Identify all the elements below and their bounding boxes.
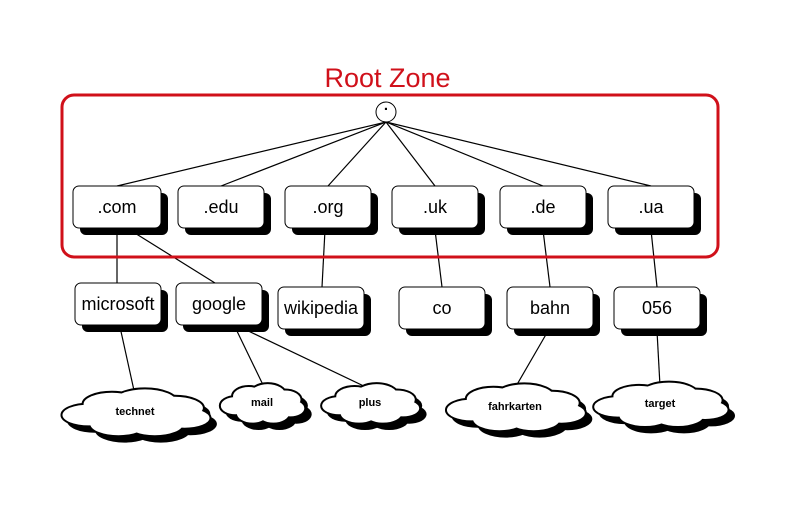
edge-google-plus bbox=[239, 326, 371, 390]
edge-root-1 bbox=[220, 121, 387, 187]
subdomain-node-2-fill-7 bbox=[340, 388, 400, 420]
domain-node-3-box bbox=[398, 286, 486, 330]
subdomain-node-4 bbox=[592, 380, 735, 434]
tld-node-2-label: .org bbox=[312, 197, 344, 217]
tld-node-5-label: .ua bbox=[638, 197, 664, 217]
domain-node-0-box bbox=[74, 282, 162, 326]
tld-node-0 bbox=[72, 185, 168, 235]
edge-microsoft-technet bbox=[119, 326, 136, 396]
domain-node-1-box bbox=[175, 282, 263, 326]
subdomain-node-4-label: target bbox=[644, 398, 676, 410]
root-zone-title: Root Zone bbox=[324, 63, 451, 93]
tld-node-2-box bbox=[284, 185, 372, 229]
edge-google-mail bbox=[234, 326, 266, 390]
tld-node-2 bbox=[284, 185, 378, 235]
tld-node-1-label: .edu bbox=[203, 197, 239, 217]
tld-node-4-label: .de bbox=[530, 197, 556, 217]
tld-node-5 bbox=[607, 185, 701, 235]
tld-node-1 bbox=[177, 185, 271, 235]
tld-node-3-box bbox=[391, 185, 479, 229]
domain-node-5-box bbox=[613, 286, 701, 330]
subdomain-node-2 bbox=[320, 382, 427, 431]
tld-node-4-box bbox=[499, 185, 587, 229]
edge-root-4 bbox=[385, 121, 544, 187]
root-zone-border bbox=[60, 93, 720, 259]
edge-root-2 bbox=[327, 121, 387, 187]
tld-node-0-label: .com bbox=[97, 197, 137, 217]
tld-node-3 bbox=[391, 185, 485, 235]
subdomain-node-2-label: plus bbox=[358, 397, 382, 409]
subdomain-node-4-fill-7 bbox=[619, 387, 701, 423]
tld-node-0-box bbox=[72, 185, 162, 229]
subdomain-node-1-fill-7 bbox=[236, 388, 288, 420]
edge-056-target bbox=[656, 330, 661, 387]
subdomain-clouds bbox=[60, 380, 735, 443]
root-node bbox=[375, 101, 397, 123]
edge-root-5 bbox=[385, 121, 652, 187]
domain-boxes bbox=[72, 185, 707, 336]
tld-node-3-label: .uk bbox=[422, 197, 447, 217]
domain-node-2-box bbox=[277, 286, 365, 330]
domain-node-0 bbox=[74, 282, 168, 332]
subdomain-node-3-label: fahrkarten bbox=[488, 401, 542, 413]
domain-node-0-label: microsoft bbox=[81, 294, 155, 314]
tree-edges bbox=[116, 121, 661, 396]
tld-node-5-box bbox=[607, 185, 695, 229]
tld-node-4 bbox=[499, 185, 593, 235]
edge-root-0 bbox=[116, 121, 387, 187]
domain-node-5 bbox=[613, 286, 707, 336]
domain-node-1 bbox=[175, 282, 269, 332]
subdomain-node-0-fill-7 bbox=[90, 394, 180, 432]
subdomain-node-3-fill-7 bbox=[473, 389, 557, 427]
root-label: . bbox=[383, 97, 389, 114]
domain-node-4-box bbox=[506, 286, 594, 330]
subdomain-node-0-label: technet bbox=[115, 406, 155, 418]
edge-root-3 bbox=[385, 121, 436, 187]
edge-bahn-fahrkarten bbox=[514, 330, 549, 389]
subdomain-node-3 bbox=[444, 382, 593, 438]
subdomain-node-0 bbox=[60, 387, 217, 443]
domain-node-2-label: wikipedia bbox=[283, 298, 359, 318]
subdomain-node-1 bbox=[218, 382, 312, 431]
domain-node-4 bbox=[506, 286, 600, 336]
domain-node-3 bbox=[398, 286, 492, 336]
subdomain-node-1-label: mail bbox=[250, 397, 273, 409]
domain-node-4-label: bahn bbox=[529, 298, 571, 318]
domain-node-1-label: google bbox=[191, 294, 247, 314]
domain-node-2 bbox=[277, 286, 371, 336]
domain-node-3-label: co bbox=[432, 298, 452, 318]
tld-node-1-box bbox=[177, 185, 265, 229]
domain-node-5-label: 056 bbox=[641, 298, 673, 318]
